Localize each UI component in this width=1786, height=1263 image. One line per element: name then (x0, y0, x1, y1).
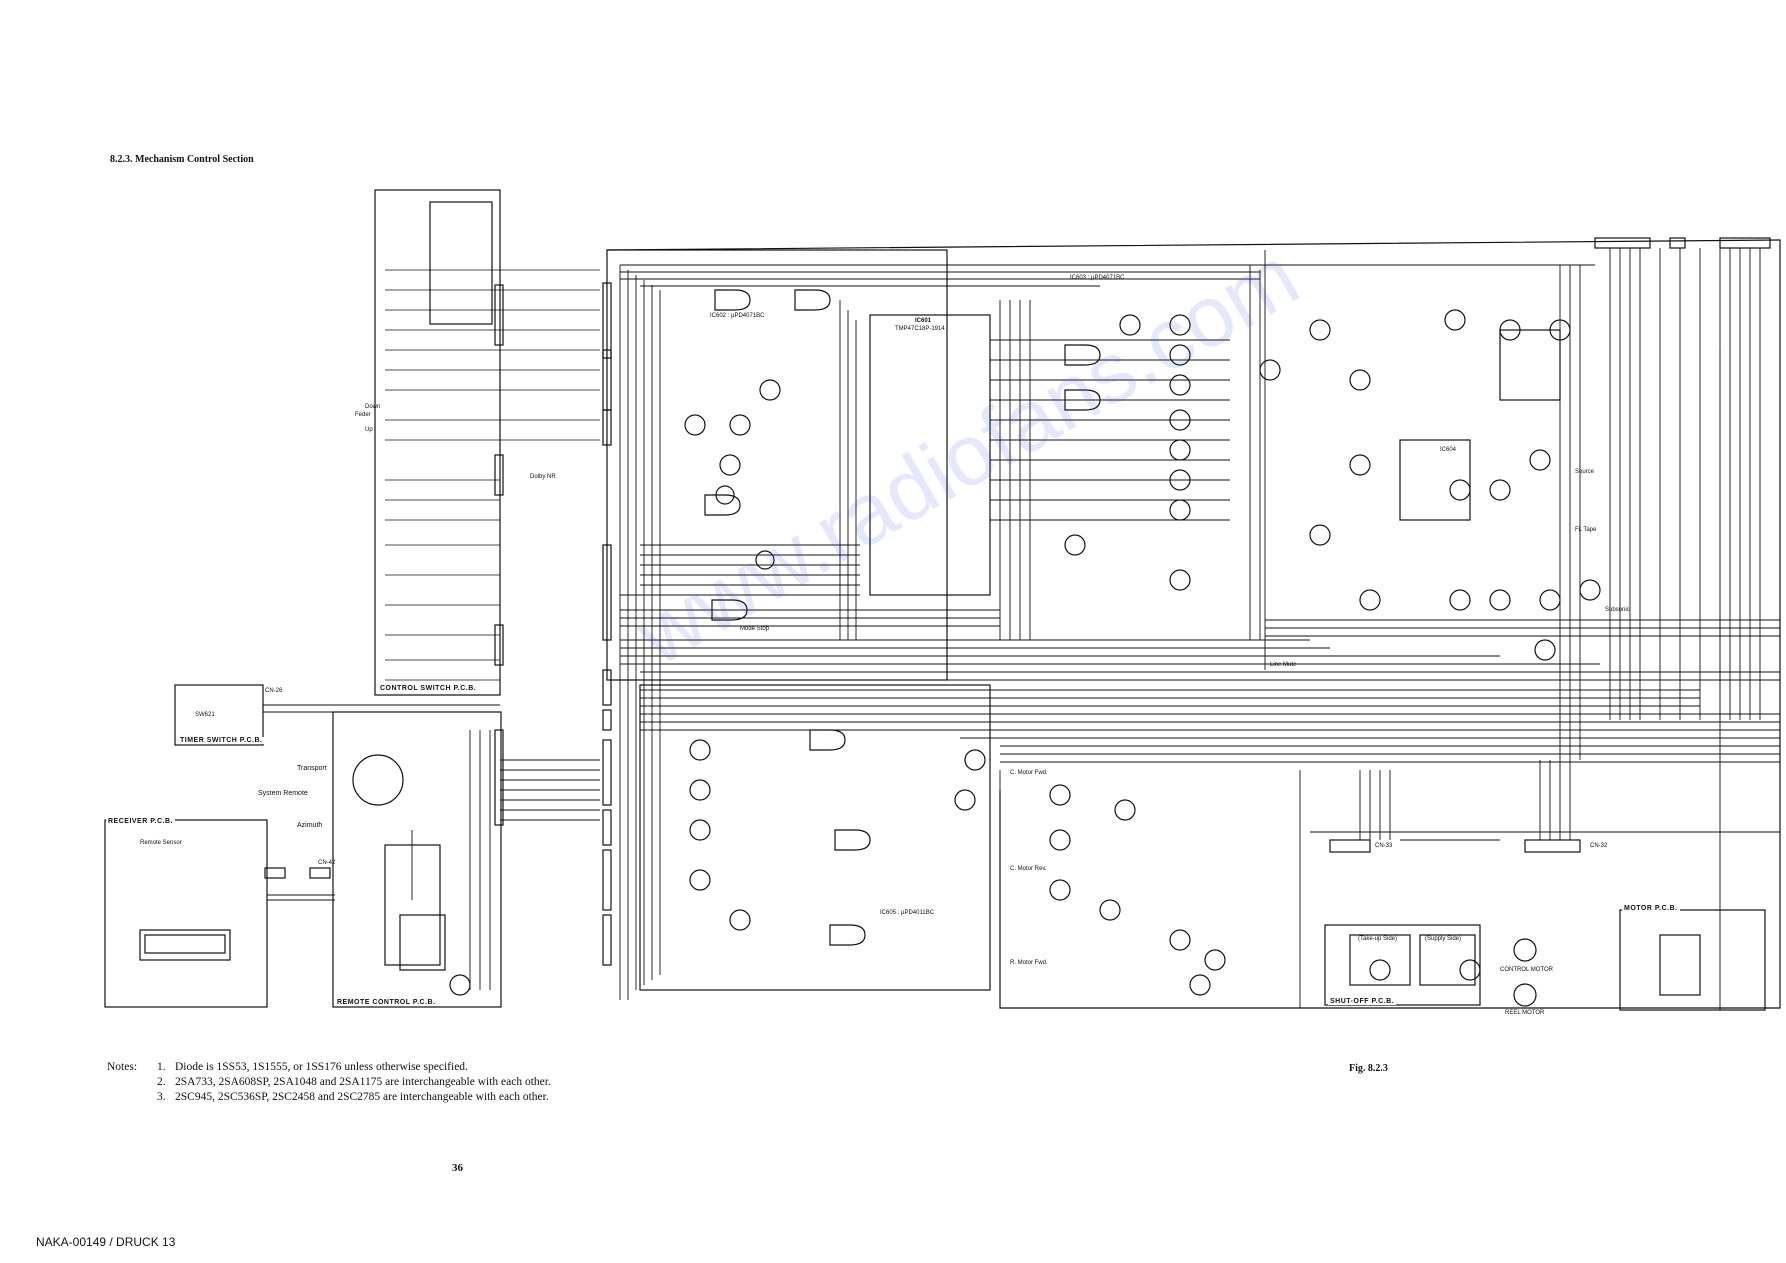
azimuth-label: Azimuth (297, 822, 323, 829)
fl-tape-label: FL Tape (1575, 527, 1597, 533)
c-motor-fwd-label: C. Motor Fwd. (1010, 770, 1048, 776)
reel-motor-label: REEL MOTOR (1505, 1010, 1545, 1016)
remote-control-pcb-label: REMOTE CONTROL P.C.B. (335, 999, 438, 1006)
ic604-label: IC604 (1440, 447, 1457, 453)
receiver-pcb-label: RECEIVER P.C.B. (106, 818, 175, 825)
note-row: 2. 2SA733, 2SA608SP, 2SA1048 and 2SA1175… (107, 1075, 551, 1090)
dolby-nr-label: Dolby NR (530, 474, 556, 480)
figure-label: Fig. 8.2.3 (1349, 1063, 1388, 1074)
timer-switch-pcb-outline (174, 684, 264, 746)
notes-lead: Notes: (107, 1061, 138, 1073)
subsonic-label: Subsonic (1605, 607, 1630, 613)
ic603-label: IC603 : µPD4071BC (1070, 275, 1125, 281)
note-row: Notes: 1. Diode is 1SS53, 1S1555, or 1SS… (107, 1060, 551, 1075)
note-number: 2. (157, 1076, 166, 1088)
sw621-label: SW621 (195, 712, 215, 718)
shut-off-pcb-outline (1324, 924, 1481, 1006)
motor-pcb-label: MOTOR P.C.B. (1622, 905, 1680, 912)
note-text: 2SC945, 2SC536SP, 2SC2458 and 2SC2785 ar… (175, 1091, 549, 1103)
remote-control-pcb-outline (332, 711, 502, 1008)
feder-label: Feder (355, 412, 371, 418)
receiver-pcb-outline (104, 819, 268, 1008)
ic602-label: IC602 : µPD4071BC (710, 313, 765, 319)
control-switch-pcb-outline (374, 189, 501, 696)
up-label: Up (365, 427, 373, 433)
section-title: 8.2.3. Mechanism Control Section (110, 154, 254, 165)
ic601-label: IC601 (915, 318, 932, 324)
motor-pcb-outline (1619, 909, 1766, 1011)
note-text: Diode is 1SS53, 1S1555, or 1SS176 unless… (175, 1061, 468, 1073)
c-motor-rev-label: C. Motor Rev. (1010, 866, 1047, 872)
timer-switch-pcb-label: TIMER SWITCH P.C.B. (178, 737, 265, 744)
note-row: 3. 2SC945, 2SC536SP, 2SC2458 and 2SC2785… (107, 1090, 551, 1105)
notes: Notes: 1. Diode is 1SS53, 1S1555, or 1SS… (107, 1060, 551, 1105)
cn33-label: CN-33 (1375, 843, 1393, 849)
note-number: 3. (157, 1091, 166, 1103)
ic601-part-label: TMP47C18P-1914 (895, 326, 945, 332)
take-up-side-label: (Take-up Side) (1358, 936, 1398, 942)
cn32-label: CN-32 (1590, 843, 1608, 849)
ic605-label: IC605 : µPD4011BC (880, 910, 935, 916)
mode-stop-label: Mode Stop (740, 626, 770, 632)
reel-motor (1513, 983, 1537, 1007)
ic601-outline (869, 314, 991, 596)
control-motor-label: CONTROL MOTOR (1500, 967, 1554, 973)
line-mute-label: Line Mute (1270, 662, 1297, 668)
transport-label: Transport (297, 765, 327, 772)
cn26-label: CN-26 (265, 688, 283, 694)
control-motor (1513, 938, 1537, 962)
cn42-label: CN-42 (318, 860, 336, 866)
note-text: 2SA733, 2SA608SP, 2SA1048 and 2SA1175 ar… (175, 1076, 551, 1088)
down-label: Down (365, 404, 381, 410)
control-switch-pcb-label: CONTROL SWITCH P.C.B. (378, 685, 479, 692)
r-motor-fwd-label: R. Motor Fwd. (1010, 960, 1048, 966)
remote-sensor-label: Remote Sensor (140, 840, 182, 846)
supply-side-label: (Supply Side) (1425, 936, 1462, 942)
system-remote-label: System Remote (258, 790, 308, 797)
document-code: NAKA-00149 / DRUCK 13 (36, 1235, 176, 1249)
source-label: Source (1575, 469, 1595, 475)
shut-off-pcb-label: SHUT-OFF P.C.B. (1328, 998, 1397, 1005)
note-number: 1. (157, 1061, 166, 1073)
page-number: 36 (452, 1162, 463, 1174)
